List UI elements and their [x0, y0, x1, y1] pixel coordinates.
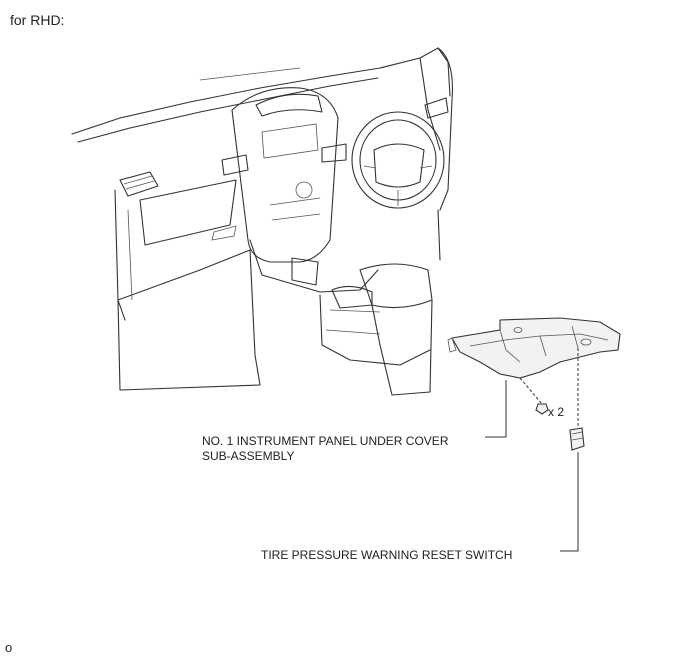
under-cover-leader — [485, 380, 507, 438]
screw-icon — [519, 377, 549, 415]
reset-switch-part — [569, 348, 585, 451]
diagram-heading: for RHD: — [10, 12, 65, 28]
footer-mark: o — [5, 640, 13, 655]
reset-switch-label: TIRE PRESSURE WARNING RESET SWITCH — [261, 548, 513, 562]
under-cover-label-line1: NO. 1 INSTRUMENT PANEL UNDER COVER — [202, 434, 449, 448]
under-cover-label: NO. 1 INSTRUMENT PANEL UNDER COVER SUB-A… — [202, 434, 448, 464]
dashboard-outline — [71, 47, 453, 396]
reset-switch-leader — [560, 452, 579, 552]
under-cover-part — [447, 317, 621, 379]
screw-quantity-label: x 2 — [548, 405, 565, 419]
under-cover-label-line2: SUB-ASSEMBLY — [202, 449, 295, 463]
